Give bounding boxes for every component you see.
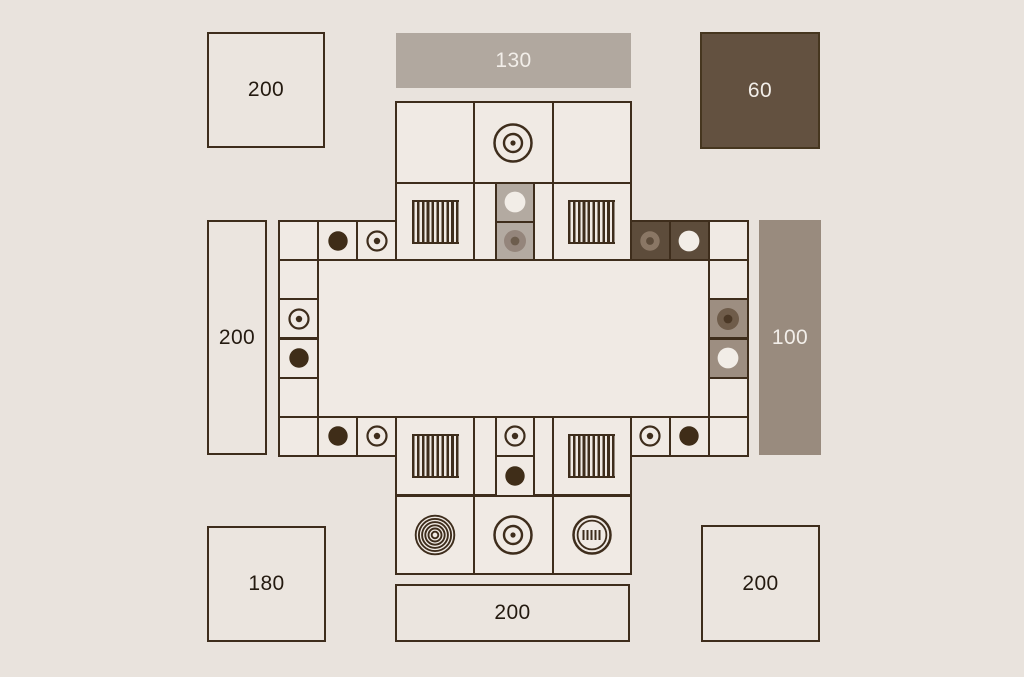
cell-circle-white bbox=[495, 182, 535, 223]
dimension-label: 180 bbox=[248, 572, 285, 595]
ring-dot-icon bbox=[364, 228, 390, 254]
donut-icon bbox=[637, 228, 663, 254]
cell-burner bbox=[473, 494, 554, 575]
cell-empty bbox=[278, 415, 320, 457]
white-circle-icon bbox=[715, 345, 741, 371]
cell-dot-dark bbox=[668, 415, 710, 457]
cell-circle-white bbox=[668, 220, 710, 262]
grill-icon bbox=[568, 199, 616, 244]
burner-icon bbox=[491, 121, 535, 165]
dimension-label: 60 bbox=[747, 78, 773, 102]
dimension-box-left[interactable]: 200 bbox=[207, 220, 267, 455]
cell-donut-gray bbox=[707, 298, 749, 340]
grill-icon bbox=[412, 434, 459, 479]
dimension-label: 200 bbox=[247, 78, 285, 101]
cell-empty bbox=[395, 101, 476, 184]
dark-dot-icon bbox=[502, 463, 528, 489]
island-interior bbox=[317, 259, 710, 418]
cell-empty bbox=[473, 182, 497, 262]
dimension-box-bottom-center[interactable]: 200 bbox=[395, 584, 630, 642]
white-circle-icon bbox=[676, 228, 702, 254]
dimension-box-right[interactable]: 100 bbox=[759, 220, 821, 455]
dark-dot-icon bbox=[325, 228, 351, 254]
cell-grill bbox=[551, 415, 632, 497]
dimension-label: 100 bbox=[771, 325, 809, 349]
dimension-label: 200 bbox=[218, 325, 256, 349]
cell-dot-dark bbox=[278, 337, 320, 379]
cell-empty bbox=[707, 376, 749, 418]
dimension-box-bottom-right[interactable]: 200 bbox=[701, 525, 820, 642]
cell-rings bbox=[395, 494, 476, 575]
cell-grill bbox=[551, 182, 632, 262]
dark-dot-icon bbox=[325, 423, 351, 449]
dimension-box-top-left[interactable]: 200 bbox=[207, 32, 325, 148]
cell-dot-dark bbox=[317, 415, 359, 457]
dark-dot-icon bbox=[676, 423, 702, 449]
vent-icon bbox=[570, 513, 614, 557]
grill-icon bbox=[412, 199, 459, 244]
cell-empty bbox=[551, 101, 632, 184]
cell-ring-dot bbox=[495, 415, 535, 457]
donut-icon bbox=[715, 306, 741, 332]
cell-empty bbox=[278, 259, 320, 301]
cell-empty bbox=[278, 376, 320, 418]
cell-empty bbox=[707, 415, 749, 457]
dark-dot-icon bbox=[286, 345, 312, 371]
cell-empty bbox=[533, 182, 554, 262]
cell-dot-dark bbox=[495, 455, 535, 497]
ring-dot-icon bbox=[364, 423, 390, 449]
ring-dot-icon bbox=[637, 423, 663, 449]
burner-icon bbox=[491, 513, 535, 557]
grill-icon bbox=[568, 434, 616, 479]
donut-icon bbox=[502, 228, 528, 254]
cell-grill bbox=[395, 415, 476, 497]
dimension-box-top-center[interactable]: 130 bbox=[396, 33, 631, 88]
cell-empty bbox=[473, 415, 497, 497]
cell-burner bbox=[473, 101, 554, 184]
cell-empty bbox=[278, 220, 320, 262]
cell-empty bbox=[707, 220, 749, 262]
cell-ring-dot bbox=[278, 298, 320, 340]
cell-ring-dot bbox=[356, 415, 398, 457]
ring-dot-icon bbox=[502, 423, 528, 449]
dimension-label: 200 bbox=[742, 571, 779, 595]
dimension-label: 200 bbox=[494, 601, 531, 624]
cell-circle-white bbox=[707, 337, 749, 379]
cell-dot-dark bbox=[317, 220, 359, 262]
cell-empty bbox=[707, 259, 749, 301]
dimension-box-bottom-left[interactable]: 180 bbox=[207, 526, 326, 642]
white-circle-icon bbox=[502, 189, 528, 215]
cell-donut-dark bbox=[629, 220, 671, 262]
cell-grill bbox=[395, 182, 476, 262]
cell-ring-dot bbox=[356, 220, 398, 262]
dimension-box-top-right[interactable]: 60 bbox=[700, 32, 820, 149]
cell-empty bbox=[533, 415, 554, 497]
ring-dot-icon bbox=[286, 306, 312, 332]
dimension-label: 130 bbox=[495, 48, 532, 72]
cell-vent bbox=[551, 494, 632, 575]
cell-ring-dot bbox=[629, 415, 671, 457]
coil-rings-icon bbox=[413, 513, 457, 557]
cell-donut-graytop bbox=[495, 220, 535, 262]
